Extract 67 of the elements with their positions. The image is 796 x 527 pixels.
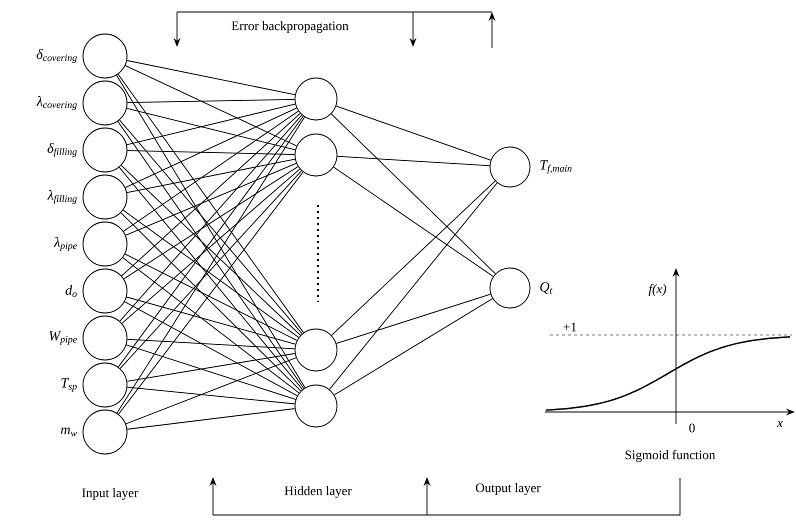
axis-label: x — [776, 421, 783, 427]
neuron-circle — [82, 362, 128, 408]
connection-line — [330, 114, 496, 274]
variable-label: δ$_{covering}$ — [36, 48, 77, 63]
neuron-circle — [490, 146, 530, 188]
connection-line — [124, 301, 298, 396]
chart-caption: Sigmoid function — [626, 450, 716, 462]
variable-label: d$_{o}$ — [66, 285, 77, 297]
neuron-circle — [294, 328, 338, 372]
connection-line — [124, 65, 298, 146]
axis-label: f(x) — [648, 284, 666, 296]
neuron-circle — [294, 384, 338, 428]
variable-label: W$_{pipe}$ — [49, 331, 77, 345]
neuron-circle — [294, 78, 338, 120]
connection-line — [123, 110, 299, 232]
variable-label: λ$_{pipe}$ — [54, 236, 77, 252]
connection-line — [121, 112, 301, 276]
connection-line — [126, 60, 296, 96]
neuron-circle — [82, 268, 128, 314]
connection-line — [334, 298, 493, 396]
neuron-circle — [82, 222, 128, 266]
variable-label: λ$_{filling}$ — [47, 190, 77, 204]
neuron-circle — [82, 410, 128, 454]
tick-label: 0 — [689, 424, 695, 432]
connection-line — [124, 108, 297, 188]
neuron-circle — [82, 174, 128, 220]
connection-line — [116, 74, 306, 388]
connection-line — [126, 296, 296, 345]
connection-line — [123, 166, 298, 280]
layer-label: Hidden layer — [284, 486, 352, 498]
arrow-label: Error backpropagation — [232, 21, 348, 33]
connection-line — [336, 294, 491, 344]
connection-line — [122, 257, 300, 394]
neuron-circle — [82, 34, 128, 78]
neuron-circle — [82, 80, 128, 126]
tick-label: +1 — [564, 322, 576, 332]
variable-label: T$_{f,main}$ — [540, 160, 572, 174]
connection-line — [126, 353, 296, 382]
connection-line — [329, 182, 498, 390]
connection-line — [336, 156, 490, 166]
connection-line — [126, 386, 296, 404]
variable-label: T$_{sp}$ — [61, 378, 77, 392]
connection-line — [333, 166, 494, 277]
variable-label: δ$_{filling}$ — [48, 142, 77, 157]
connection-line — [126, 158, 296, 194]
connection-line — [124, 254, 298, 341]
connection-line — [331, 180, 496, 336]
connection-line — [336, 106, 492, 161]
neuron-circle — [294, 134, 338, 176]
neuron-circle — [82, 128, 128, 172]
connection-line — [120, 212, 302, 392]
variable-label: Q$_{t}$ — [540, 282, 552, 294]
layer-label: Input layer — [82, 488, 138, 500]
layer-label: Output layer — [476, 483, 541, 495]
variable-label: λ$_{covering}$ — [36, 96, 77, 110]
connection-line — [125, 357, 296, 424]
connection-line — [127, 150, 295, 155]
neuron-circle — [82, 316, 128, 360]
neuron-circle — [490, 268, 530, 308]
connection-line — [125, 162, 297, 236]
connection-line — [126, 344, 296, 400]
connection-line — [122, 210, 300, 338]
connection-line — [126, 408, 296, 430]
connection-line — [127, 98, 295, 104]
connection-line — [126, 338, 296, 350]
variable-label: m$_{w}$ — [60, 428, 77, 436]
connection-line — [118, 74, 304, 334]
